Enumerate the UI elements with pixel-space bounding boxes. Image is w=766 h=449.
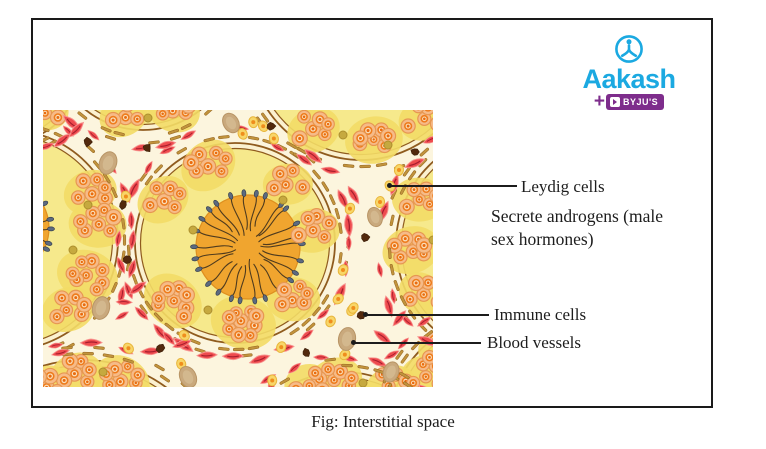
- leydig-description-line2: sex hormones): [491, 229, 594, 249]
- byjus-logo-box: [609, 97, 620, 107]
- blood-leader-line: [354, 342, 481, 344]
- byjus-badge: BYJU'S: [605, 94, 665, 110]
- immune-leader-line: [366, 314, 489, 316]
- leydig-leader-line: [390, 185, 517, 187]
- tissue-illustration: [43, 110, 433, 387]
- label-leydig-cells: Leydig cells: [521, 177, 605, 196]
- label-blood-vessels: Blood vessels: [487, 333, 581, 352]
- leydig-leader-dot: [387, 183, 392, 188]
- byjus-badge-row: + BYJU'S: [570, 91, 688, 112]
- tissue-svg: [43, 110, 433, 387]
- figure-caption: Fig: Interstitial space: [311, 412, 455, 431]
- aakash-logo-icon: [615, 35, 643, 63]
- byjus-badge-text: BYJU'S: [622, 97, 659, 107]
- label-leydig-description: Secrete androgens (male sex hormones): [491, 205, 663, 251]
- brand-wordmark: Aakash: [582, 64, 676, 94]
- immune-leader-dot: [363, 312, 368, 317]
- label-immune-cells: Immune cells: [494, 305, 587, 324]
- blood-leader-dot: [351, 340, 356, 345]
- leydig-description-line1: Secrete androgens (male: [491, 206, 664, 226]
- plus-sign: +: [593, 91, 605, 112]
- play-icon: [613, 99, 618, 105]
- aakash-byjus-logo: Aakash + BYJU'S: [570, 34, 688, 112]
